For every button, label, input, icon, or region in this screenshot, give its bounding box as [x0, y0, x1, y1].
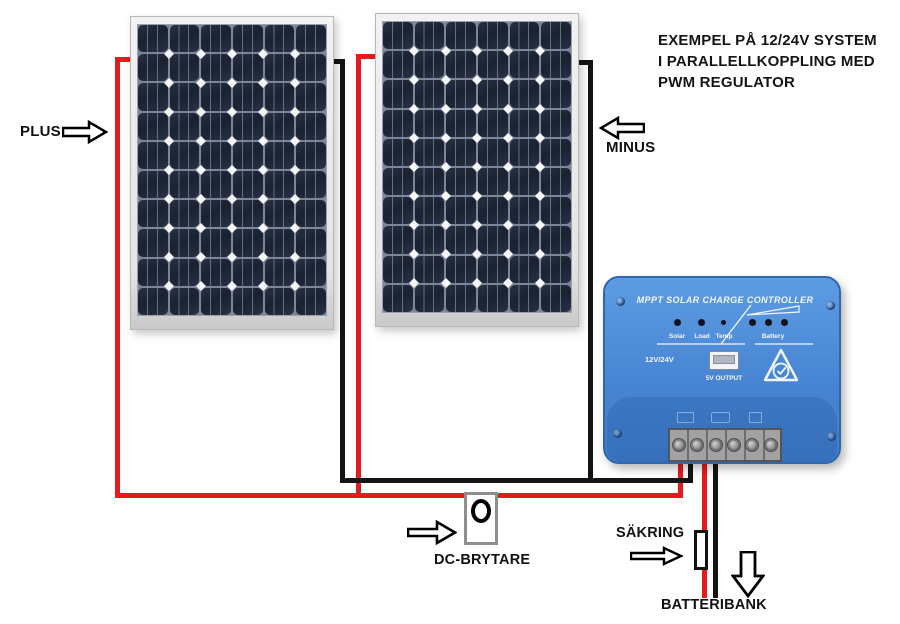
battery-led-label: Battery: [761, 333, 785, 340]
negative-controller-riser: [688, 456, 693, 483]
solar-panel-1-cells: [137, 24, 327, 316]
dc-switch-knob-icon: [471, 499, 491, 523]
terminal-block: [668, 428, 782, 462]
battery-positive-wire: [702, 456, 707, 598]
terminal-screw-icon: [672, 438, 687, 452]
pv1-negative-stub: [330, 59, 345, 64]
right-arrow-icon: [630, 546, 684, 566]
usb-port: [709, 351, 739, 370]
controller-deco-lines: [657, 304, 813, 345]
solar-panel-2-cells: [382, 21, 572, 313]
terminal-screw-icon: [763, 438, 778, 452]
terminal-screw-icon: [708, 438, 723, 452]
mounting-hole-icon: [827, 432, 836, 441]
pv1-negative-drop: [340, 59, 345, 483]
pv2-negative-stub: [576, 60, 593, 65]
diagram-title: EXEMPEL PÅ 12/24V SYSTEM I PARALLELLKOPP…: [658, 30, 877, 93]
left-arrow-icon: [599, 116, 645, 140]
right-arrow-icon: [407, 520, 457, 545]
title-line-3: PWM REGULATOR: [658, 74, 796, 91]
load-led-icon: [698, 319, 705, 326]
battery-bank-label: BATTERIBANK: [661, 597, 767, 613]
terminal-screw-icon: [745, 438, 760, 452]
solar-led-label: Solar: [668, 333, 686, 340]
temp-led-icon: [721, 320, 726, 325]
battery-led-icon: [749, 319, 756, 326]
mounting-hole-icon: [616, 297, 625, 306]
down-arrow-icon: [731, 551, 765, 598]
fuse-label: SÄKRING: [616, 525, 685, 541]
solar-panel-1: [130, 16, 334, 330]
controller-title: MPPT SOLAR CHARGE CONTROLLER: [636, 295, 814, 305]
positive-left-drop: [115, 57, 120, 498]
dc-switch: [464, 492, 498, 545]
title-line-2: I PARALLELLKOPPLING MED: [658, 53, 875, 70]
load-terminal-icon: [711, 412, 730, 423]
battery-negative-wire: [713, 456, 718, 598]
usb-slot-icon: [713, 355, 735, 364]
temp-led-label: Temp: [715, 333, 733, 340]
charge-controller: MPPT SOLAR CHARGE CONTROLLER Solar Load …: [603, 276, 841, 464]
usb-output-label: 5V OUTPUT: [705, 375, 743, 382]
negative-bus: [340, 478, 693, 483]
terminal-screw-icon: [690, 438, 705, 452]
certification-mark-icon: [763, 348, 799, 382]
dc-switch-label: DC-BRYTARE: [434, 552, 531, 568]
solar-led-icon: [674, 319, 681, 326]
mounting-hole-icon: [826, 301, 835, 310]
mounting-hole-icon: [613, 429, 622, 438]
battery-terminal-icon: [749, 412, 762, 423]
minus-label: MINUS: [606, 139, 656, 156]
plus-label: PLUS: [20, 123, 61, 140]
pv2-positive-stub: [356, 54, 381, 59]
right-arrow-icon: [62, 120, 108, 144]
pv2-positive-drop: [356, 54, 361, 498]
positive-bus: [115, 493, 683, 498]
battery-led-icon: [781, 319, 788, 326]
title-line-1: EXEMPEL PÅ 12/24V SYSTEM: [658, 32, 877, 49]
panel-terminal-icon: [677, 412, 694, 423]
pv1-positive-stub: [115, 57, 135, 62]
terminal-screw-icon: [727, 438, 742, 452]
fuse: [694, 530, 708, 570]
battery-led-icon: [765, 319, 772, 326]
load-led-label: Load: [694, 333, 710, 340]
solar-panel-2: [375, 13, 579, 327]
pv2-negative-drop: [588, 60, 593, 483]
voltage-label: 12V/24V: [645, 355, 674, 364]
